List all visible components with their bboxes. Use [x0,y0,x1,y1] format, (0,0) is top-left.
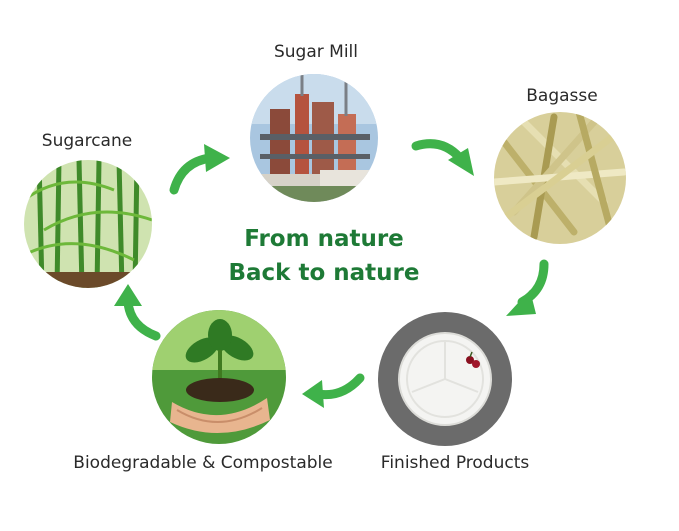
cycle-arrow-icon [506,259,549,316]
label-sugar-mill: Sugar Mill [273,42,359,62]
center-title-line2: Back to nature [228,260,420,286]
cycle-arrow-icon [114,284,161,341]
biodegradable-image [152,310,286,444]
label-finished-products: Finished Products [380,453,530,473]
center-title-line1: From nature [244,226,404,252]
finished-products-image [378,312,512,446]
bagasse-image [494,112,626,244]
sugar-mill-image [250,74,378,202]
cycle-arrow-icon [302,373,365,408]
label-bagasse: Bagasse [526,86,598,106]
sugarcane-image [24,160,152,288]
label-sugarcane: Sugarcane [41,131,133,151]
cycle-arrow-icon [169,144,230,195]
cycle-arrow-icon [411,139,474,176]
label-biodegradable-compostable: Biodegradable & Compostable [73,453,333,473]
